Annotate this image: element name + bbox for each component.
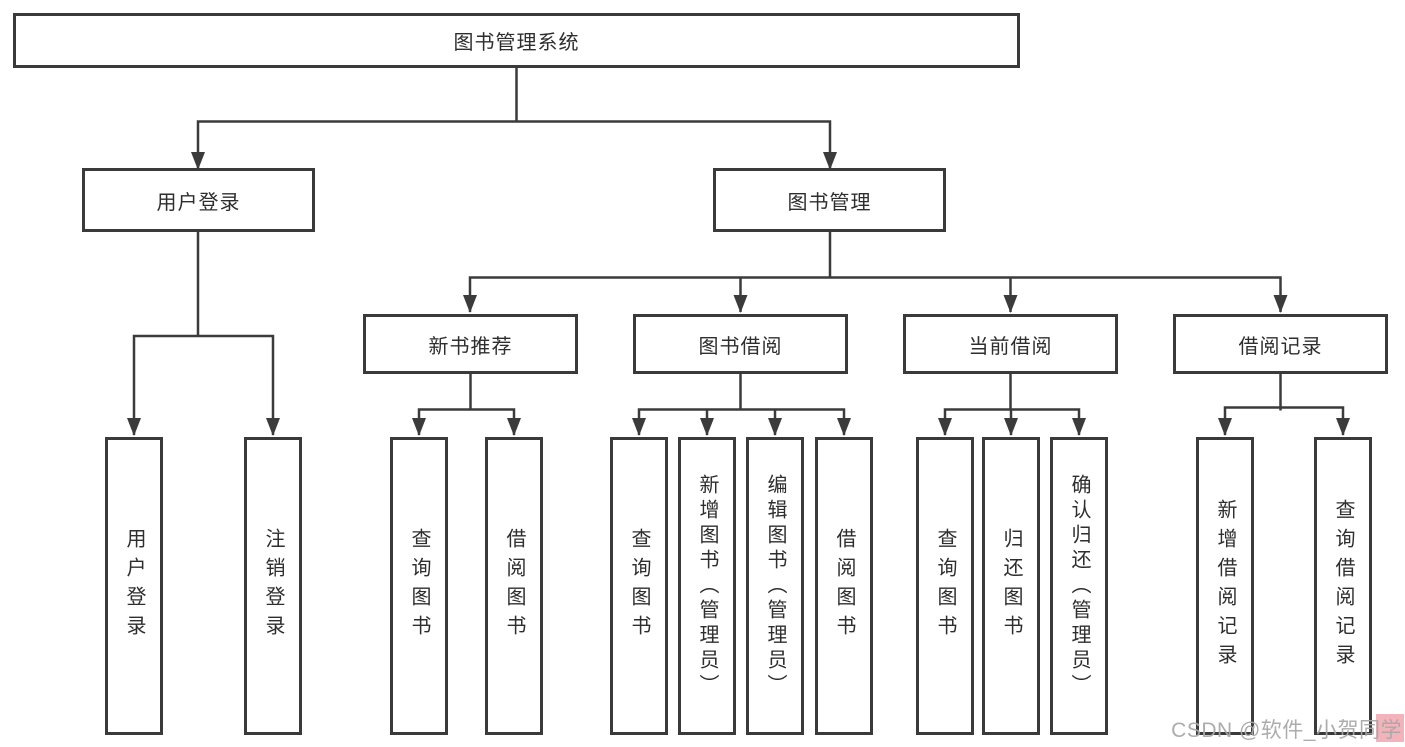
leaf-logout: 注销登录 [244, 437, 302, 735]
node-current-borrow-label: 当前借阅 [968, 335, 1053, 358]
leaf-return-book-label: 归还图书 [1000, 528, 1022, 644]
leaf-query-book-1: 查询图书 [390, 437, 448, 735]
node-root-label: 图书管理系统 [453, 32, 580, 54]
node-root: 图书管理系统 [13, 13, 1020, 68]
leaf-return-book: 归还图书 [982, 437, 1040, 735]
node-book-borrow-label: 图书借阅 [698, 335, 783, 358]
leaf-query-borrow-record: 查询借阅记录 [1314, 437, 1372, 735]
leaf-query-borrow-record-label: 查询借阅记录 [1332, 499, 1354, 673]
leaf-confirm-return-admin: 确认归还（管理员） [1050, 437, 1108, 735]
leaf-borrow-book-1-label: 借阅图书 [503, 528, 525, 644]
leaf-query-book-2-label: 查询图书 [628, 528, 650, 644]
node-new-book-recommend-label: 新书推荐 [428, 335, 513, 358]
node-book-management-label: 图书管理 [787, 191, 872, 214]
leaf-add-borrow-record-label: 新增借阅记录 [1214, 499, 1236, 673]
watermark-accent-square [1376, 714, 1404, 742]
leaf-edit-book-admin: 编辑图书（管理员） [746, 437, 804, 735]
leaf-borrow-book-1: 借阅图书 [485, 437, 543, 735]
leaf-edit-book-admin-label: 编辑图书（管理员） [764, 473, 786, 699]
leaf-add-book-admin: 新增图书（管理员） [678, 437, 736, 735]
leaf-user-login: 用户登录 [105, 437, 163, 735]
arrowhead-icons [127, 152, 1350, 436]
leaf-user-login-label: 用户登录 [123, 528, 145, 644]
leaf-confirm-return-admin-label: 确认归还（管理员） [1068, 473, 1090, 699]
node-book-borrow: 图书借阅 [633, 314, 848, 374]
node-new-book-recommend: 新书推荐 [363, 314, 578, 374]
leaf-borrow-book-2-label: 借阅图书 [833, 528, 855, 644]
leaf-add-borrow-record: 新增借阅记录 [1196, 437, 1254, 735]
node-borrow-record: 借阅记录 [1173, 314, 1388, 374]
leaf-query-book-1-label: 查询图书 [408, 528, 430, 644]
leaf-query-book-2: 查询图书 [610, 437, 668, 735]
watermark: CSDN @软件_小贺同学 [1171, 719, 1402, 742]
node-borrow-record-label: 借阅记录 [1238, 335, 1323, 358]
node-user-login-label: 用户登录 [156, 191, 241, 214]
leaf-logout-label: 注销登录 [262, 528, 284, 644]
leaf-query-book-3: 查询图书 [916, 437, 974, 735]
node-current-borrow: 当前借阅 [903, 314, 1118, 374]
leaf-query-book-3-label: 查询图书 [934, 528, 956, 644]
node-book-management: 图书管理 [713, 168, 946, 232]
leaf-borrow-book-2: 借阅图书 [815, 437, 873, 735]
node-user-login: 用户登录 [82, 168, 315, 232]
leaf-add-book-admin-label: 新增图书（管理员） [696, 473, 718, 699]
